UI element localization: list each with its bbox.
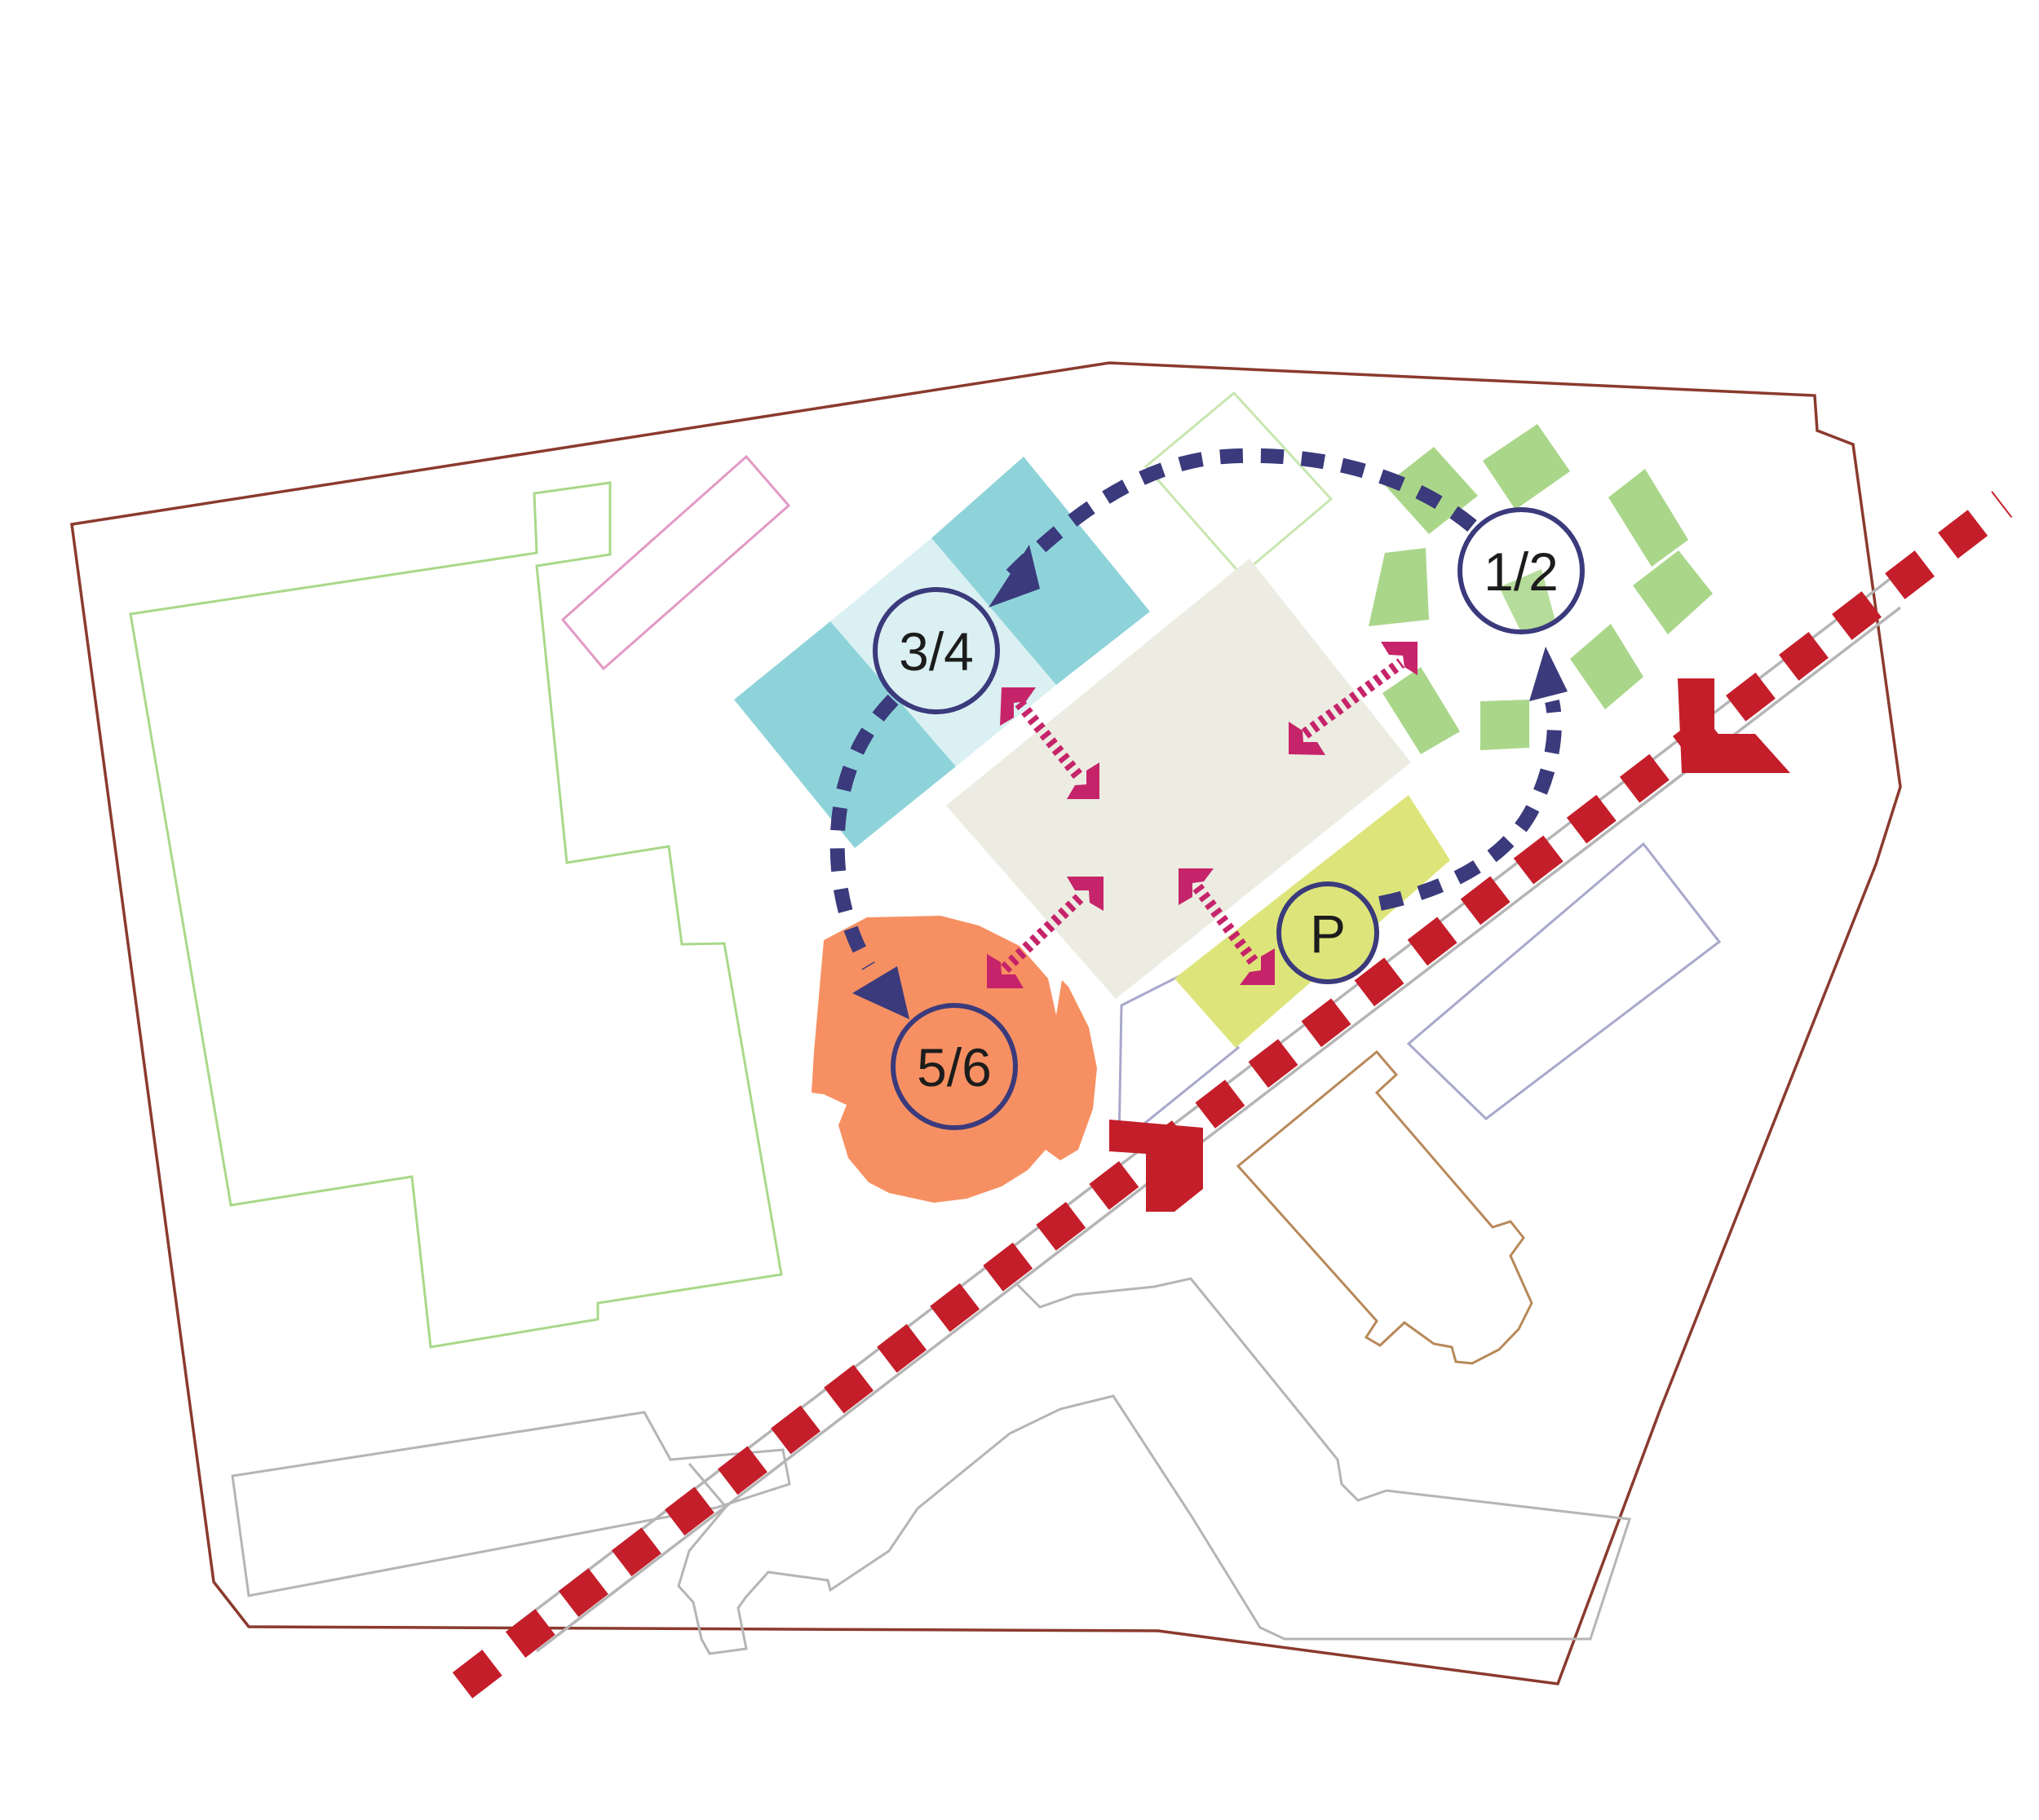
site-boundary [70, 361, 1902, 1685]
route-arrowhead-west [1109, 1120, 1203, 1212]
arrowhead-to-12 [1529, 647, 1568, 701]
link-arrow-56-plaza [1001, 892, 1085, 974]
node-12-label: 1/2 [1484, 541, 1559, 602]
node-p-label: P [1310, 903, 1346, 964]
route-arrowhead-east [1678, 678, 1790, 773]
node-p[interactable]: P [1276, 881, 1379, 984]
link-arrow-12-plaza [1301, 658, 1405, 739]
circulation-path-34-to-56 [829, 694, 899, 970]
arrowhead-to-56 [852, 966, 909, 1019]
link-arrow-p-plaza [1192, 883, 1261, 969]
node-34[interactable]: 3/4 [873, 587, 1000, 714]
pink-building-outline [560, 454, 791, 671]
brown-church-outline [1236, 1049, 1533, 1365]
road-line-south [535, 606, 1902, 1653]
green-diamond-outline [1143, 391, 1334, 577]
gray-building-southwest-outline [231, 1411, 791, 1597]
teal-building-lower [734, 621, 956, 848]
node-12[interactable]: 1/2 [1457, 507, 1585, 634]
plaza-link-arrows [1001, 658, 1405, 974]
arrowhead-to-34 [989, 545, 1040, 607]
node-34-label: 3/4 [899, 621, 974, 682]
circulation-path-p-to-12 [1378, 699, 1562, 911]
node-56-label: 5/6 [917, 1037, 992, 1098]
link-arrow-34-plaza [1015, 699, 1086, 783]
plaza-link-arrowheads [987, 642, 1418, 988]
existing-building-west-outline [129, 481, 783, 1349]
central-plaza [946, 559, 1411, 999]
teal-building-upper [931, 457, 1150, 685]
purple-building-outline [1406, 842, 1722, 1120]
pedestrian-route-line [452, 491, 2013, 1699]
gray-terrain-south-outline [677, 1277, 1631, 1655]
purple-small-outline [1117, 973, 1241, 1147]
node-56[interactable]: 5/6 [891, 1003, 1018, 1130]
circulation-loop-path [1006, 448, 1477, 581]
